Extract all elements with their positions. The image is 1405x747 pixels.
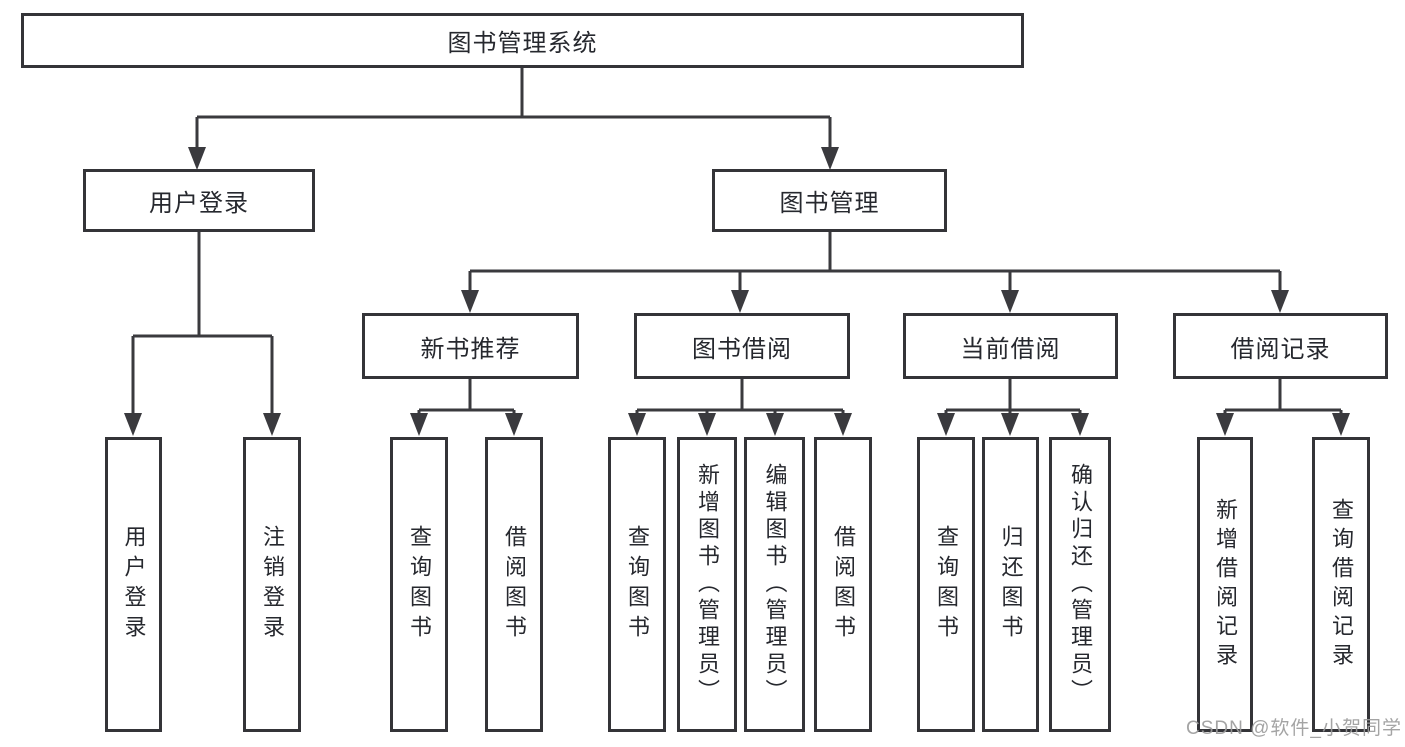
leaf-borrow-edit-book-admin: 编辑图书（管理员） bbox=[744, 437, 805, 732]
node-new-book-recommend: 新书推荐 bbox=[362, 313, 579, 379]
leaf-logout: 注销登录 bbox=[243, 437, 301, 732]
leaf-borrow-add-book-admin: 新增图书（管理员） bbox=[677, 437, 737, 732]
leaf-records-query-record: 查询借阅记录 bbox=[1312, 437, 1370, 732]
leaf-current-query-book: 查询图书 bbox=[917, 437, 975, 732]
csdn-watermark: CSDN @软件_小贺同学 bbox=[1186, 718, 1402, 739]
arrowhead bbox=[698, 413, 716, 436]
node-book-borrow: 图书借阅 bbox=[634, 313, 850, 379]
arrowhead bbox=[1332, 413, 1350, 436]
leaf-current-return-book: 归还图书 bbox=[982, 437, 1039, 732]
leaf-recommend-query-book: 查询图书 bbox=[390, 437, 448, 732]
node-current-borrow: 当前借阅 bbox=[903, 313, 1118, 379]
arrowhead bbox=[263, 413, 281, 436]
arrowhead bbox=[766, 413, 784, 436]
arrowhead bbox=[937, 413, 955, 436]
node-root: 图书管理系统 bbox=[21, 13, 1024, 68]
node-borrow-records: 借阅记录 bbox=[1173, 313, 1388, 379]
arrowhead bbox=[1001, 290, 1019, 313]
arrowhead bbox=[834, 413, 852, 436]
arrowhead bbox=[1271, 290, 1289, 313]
arrowhead bbox=[628, 413, 646, 436]
leaf-current-confirm-return-admin: 确认归还（管理员） bbox=[1049, 437, 1111, 732]
arrowhead bbox=[124, 413, 142, 436]
arrowhead bbox=[410, 413, 428, 436]
leaf-user-login: 用户登录 bbox=[105, 437, 162, 732]
arrowhead bbox=[821, 147, 839, 170]
arrowhead bbox=[461, 290, 479, 313]
arrowhead bbox=[188, 147, 206, 170]
node-user-login: 用户登录 bbox=[83, 169, 315, 232]
leaf-records-add-record: 新增借阅记录 bbox=[1197, 437, 1253, 732]
arrowhead bbox=[505, 413, 523, 436]
arrowhead bbox=[1216, 413, 1234, 436]
leaf-borrow-borrow-book: 借阅图书 bbox=[814, 437, 872, 732]
arrowhead bbox=[731, 290, 749, 313]
arrowhead bbox=[1071, 413, 1089, 436]
node-book-management: 图书管理 bbox=[712, 169, 947, 232]
leaf-recommend-borrow-book: 借阅图书 bbox=[485, 437, 543, 732]
arrowhead bbox=[1001, 413, 1019, 436]
leaf-borrow-query-book: 查询图书 bbox=[608, 437, 666, 732]
